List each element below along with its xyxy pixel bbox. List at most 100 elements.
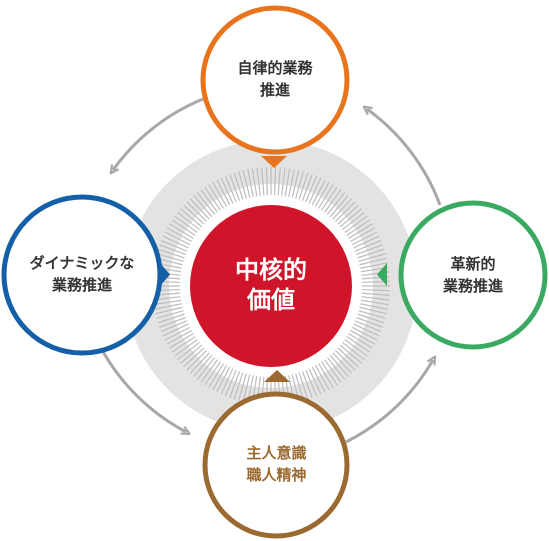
tick-mark bbox=[265, 167, 269, 196]
tick-mark bbox=[256, 167, 261, 196]
tick-mark bbox=[186, 201, 208, 223]
tick-mark bbox=[160, 239, 188, 252]
tick-mark bbox=[344, 339, 368, 357]
tick-mark bbox=[326, 357, 346, 380]
tick-mark bbox=[164, 231, 191, 246]
tick-mark bbox=[311, 366, 326, 393]
tick-mark bbox=[189, 198, 210, 220]
tick-mark bbox=[155, 306, 183, 315]
node-circle-bottom bbox=[202, 391, 350, 539]
node-bottom-line2: 職人精神 bbox=[246, 467, 307, 484]
tick-mark bbox=[216, 366, 231, 393]
tick-mark bbox=[337, 347, 359, 368]
tick-mark bbox=[169, 223, 194, 239]
tick-mark bbox=[160, 320, 188, 333]
tick-mark bbox=[356, 244, 383, 256]
tick-mark bbox=[242, 170, 251, 198]
tick-mark bbox=[220, 368, 234, 395]
tick-mark bbox=[311, 179, 326, 206]
node-label-top: 自律的業務 推進 bbox=[200, 20, 350, 140]
tick-mark bbox=[351, 326, 378, 341]
tick-mark bbox=[159, 244, 186, 256]
tick-mark bbox=[186, 349, 208, 371]
center-circle bbox=[190, 205, 352, 367]
tick-mark bbox=[298, 172, 309, 200]
tick-mark bbox=[360, 262, 388, 269]
tick-mark bbox=[305, 175, 318, 203]
tick-mark bbox=[334, 349, 356, 371]
tick-mark bbox=[162, 323, 189, 337]
tick-mark bbox=[321, 361, 338, 386]
tick-mark bbox=[200, 189, 218, 213]
tick-mark bbox=[156, 310, 184, 319]
node-bottom-line1: 主人意識 bbox=[246, 445, 307, 463]
tick-mark bbox=[171, 336, 196, 353]
tick-mark bbox=[180, 344, 203, 364]
node-label-left: ダイナミックな 業務推進 bbox=[2, 200, 162, 350]
tick-mark bbox=[183, 204, 205, 225]
tick-mark bbox=[308, 177, 322, 204]
node-label-right: 革新的 業務推進 bbox=[398, 203, 548, 348]
center-label-line2: 価値 bbox=[247, 287, 295, 314]
tick-mark bbox=[200, 359, 218, 383]
tick-mark bbox=[318, 363, 334, 388]
tick-mark bbox=[171, 219, 196, 236]
tick-mark bbox=[346, 219, 371, 236]
tick-mark bbox=[229, 174, 241, 201]
tick-mark bbox=[154, 303, 182, 310]
tick-mark bbox=[359, 306, 387, 315]
tick-mark bbox=[174, 215, 198, 233]
pointer-triangle-bottom bbox=[264, 370, 290, 382]
tick-mark bbox=[314, 181, 330, 207]
tick-mark bbox=[204, 186, 221, 211]
tick-mark bbox=[350, 329, 376, 345]
tick-mark bbox=[295, 171, 304, 199]
tick-mark bbox=[337, 204, 359, 225]
node-right-line2: 業務推進 bbox=[442, 277, 503, 295]
tick-mark bbox=[356, 316, 383, 328]
tick-mark bbox=[332, 352, 353, 374]
tick-mark bbox=[157, 248, 185, 259]
tick-mark bbox=[166, 227, 192, 243]
tick-mark bbox=[238, 373, 247, 401]
tick-mark bbox=[324, 359, 342, 383]
tick-mark bbox=[208, 184, 224, 209]
tick-mark bbox=[180, 208, 203, 228]
tick-mark bbox=[326, 192, 346, 215]
tick-mark bbox=[196, 192, 216, 215]
tick-mark bbox=[357, 313, 385, 324]
tick-mark bbox=[358, 310, 386, 319]
tick-mark bbox=[339, 344, 362, 364]
node-left-line1: ダイナミックな bbox=[29, 255, 135, 273]
tick-mark bbox=[208, 363, 224, 388]
tick-mark bbox=[277, 167, 281, 196]
tick-mark bbox=[177, 211, 200, 231]
tick-mark bbox=[164, 326, 191, 341]
tick-mark bbox=[361, 288, 390, 292]
tick-mark bbox=[183, 347, 205, 368]
center-label-line1: 中核的 bbox=[235, 257, 307, 284]
tick-mark bbox=[204, 361, 221, 386]
node-label-bottom: 主人意識 職人精神 bbox=[204, 395, 349, 535]
node-right-line1: 革新的 bbox=[450, 255, 496, 273]
tick-mark bbox=[342, 341, 365, 361]
tick-mark bbox=[291, 170, 300, 198]
tick-mark bbox=[156, 253, 184, 262]
tick-mark bbox=[189, 352, 210, 374]
tick-mark bbox=[353, 323, 380, 337]
tick-ring bbox=[152, 167, 390, 405]
tick-mark bbox=[321, 186, 338, 211]
tick-mark bbox=[233, 372, 244, 400]
tick-mark bbox=[324, 189, 342, 213]
tick-mark bbox=[224, 369, 237, 397]
tick-mark bbox=[358, 253, 386, 262]
tick-mark bbox=[301, 371, 313, 398]
pointer-triangle-right bbox=[377, 263, 387, 286]
tick-mark bbox=[359, 257, 387, 266]
tick-mark bbox=[242, 374, 251, 402]
node-left-line2: 業務推進 bbox=[51, 277, 112, 294]
tick-mark bbox=[348, 223, 373, 239]
tick-mark bbox=[360, 299, 389, 306]
tick-mark bbox=[305, 369, 318, 397]
